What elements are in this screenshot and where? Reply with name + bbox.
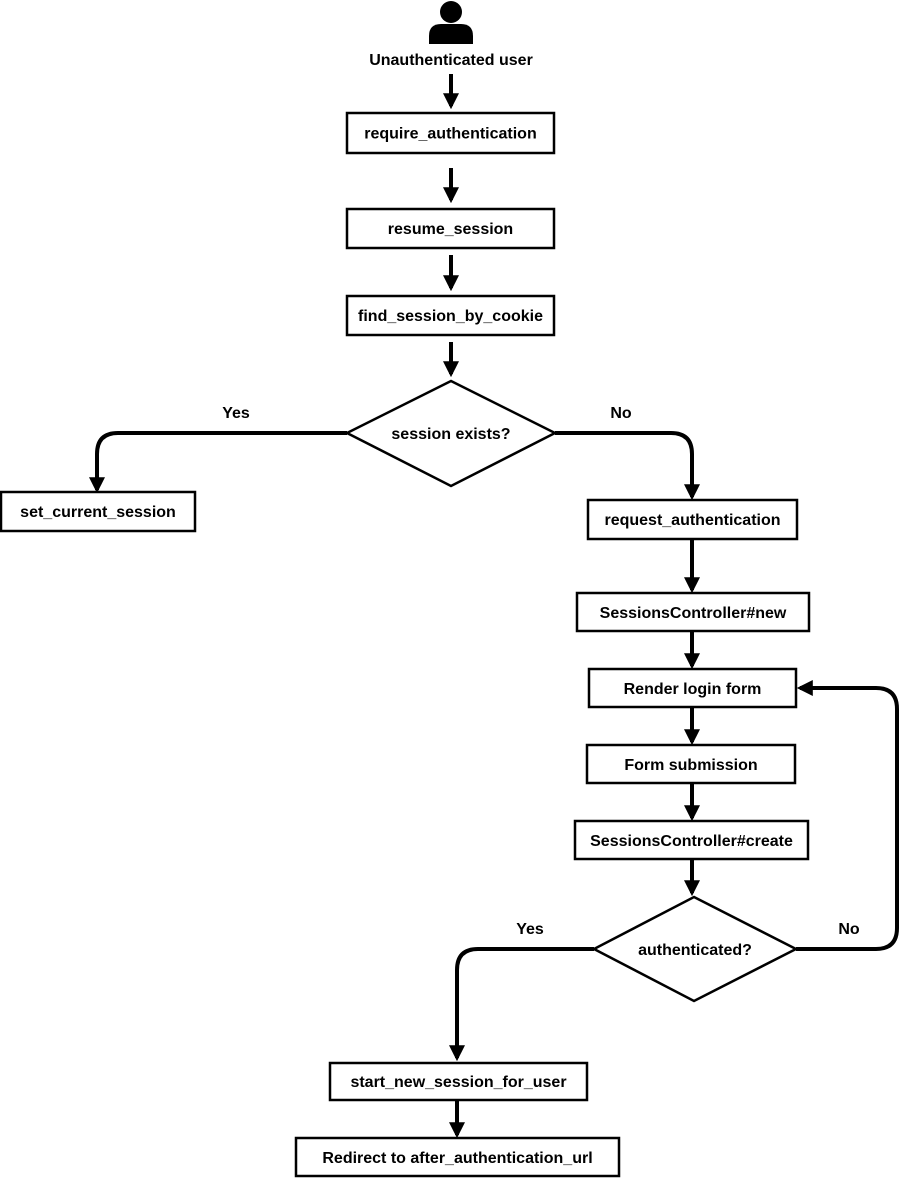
edge-auth-no-loop	[796, 680, 899, 951]
node-sessions-controller-create: SessionsController#create	[573, 819, 810, 861]
node-form-submission-label: Form submission	[624, 757, 757, 774]
node-render-login-form: Render login form	[587, 667, 798, 709]
node-redirect: Redirect to after_authentication_url	[294, 1136, 621, 1178]
node-resume-session-label: resume_session	[388, 221, 513, 238]
node-sessions-controller-new: SessionsController#new	[575, 591, 811, 633]
node-request-authentication-label: request_authentication	[604, 512, 780, 529]
node-set-current-session-label: set_current_session	[20, 504, 176, 521]
node-require-authentication: require_authentication	[345, 111, 556, 155]
node-request-authentication: request_authentication	[586, 498, 799, 541]
edge-session-no	[555, 431, 700, 501]
edge-label-auth-yes: Yes	[516, 921, 544, 938]
node-find-session-by-cookie: find_session_by_cookie	[345, 294, 556, 337]
node-require-authentication-label: require_authentication	[364, 126, 536, 143]
node-form-submission: Form submission	[585, 743, 797, 785]
node-render-login-form-label: Render login form	[624, 681, 762, 698]
edge-label-session-yes: Yes	[222, 405, 250, 422]
node-find-session-by-cookie-label: find_session_by_cookie	[358, 308, 543, 325]
actor-label: Unauthenticated user	[369, 52, 533, 69]
decision-session-exists-label: session exists?	[391, 426, 510, 443]
node-start-new-session-for-user-label: start_new_session_for_user	[350, 1074, 566, 1091]
node-redirect-label: Redirect to after_authentication_url	[322, 1150, 592, 1167]
user-icon	[429, 1, 473, 44]
node-sessions-controller-new-label: SessionsController#new	[600, 605, 787, 622]
decision-authenticated-label: authenticated?	[638, 942, 752, 959]
edge-label-auth-no: No	[838, 921, 860, 938]
edge-session-yes	[89, 431, 347, 494]
decision-session-exists: session exists?	[344, 379, 558, 488]
node-set-current-session: set_current_session	[0, 490, 197, 533]
edge-label-session-no: No	[610, 405, 632, 422]
decision-authenticated: authenticated?	[591, 895, 799, 1003]
edge-auth-yes	[449, 947, 594, 1062]
edges	[89, 74, 899, 1139]
node-resume-session: resume_session	[345, 207, 556, 250]
node-sessions-controller-create-label: SessionsController#create	[590, 833, 793, 850]
node-start-new-session-for-user: start_new_session_for_user	[328, 1061, 589, 1102]
